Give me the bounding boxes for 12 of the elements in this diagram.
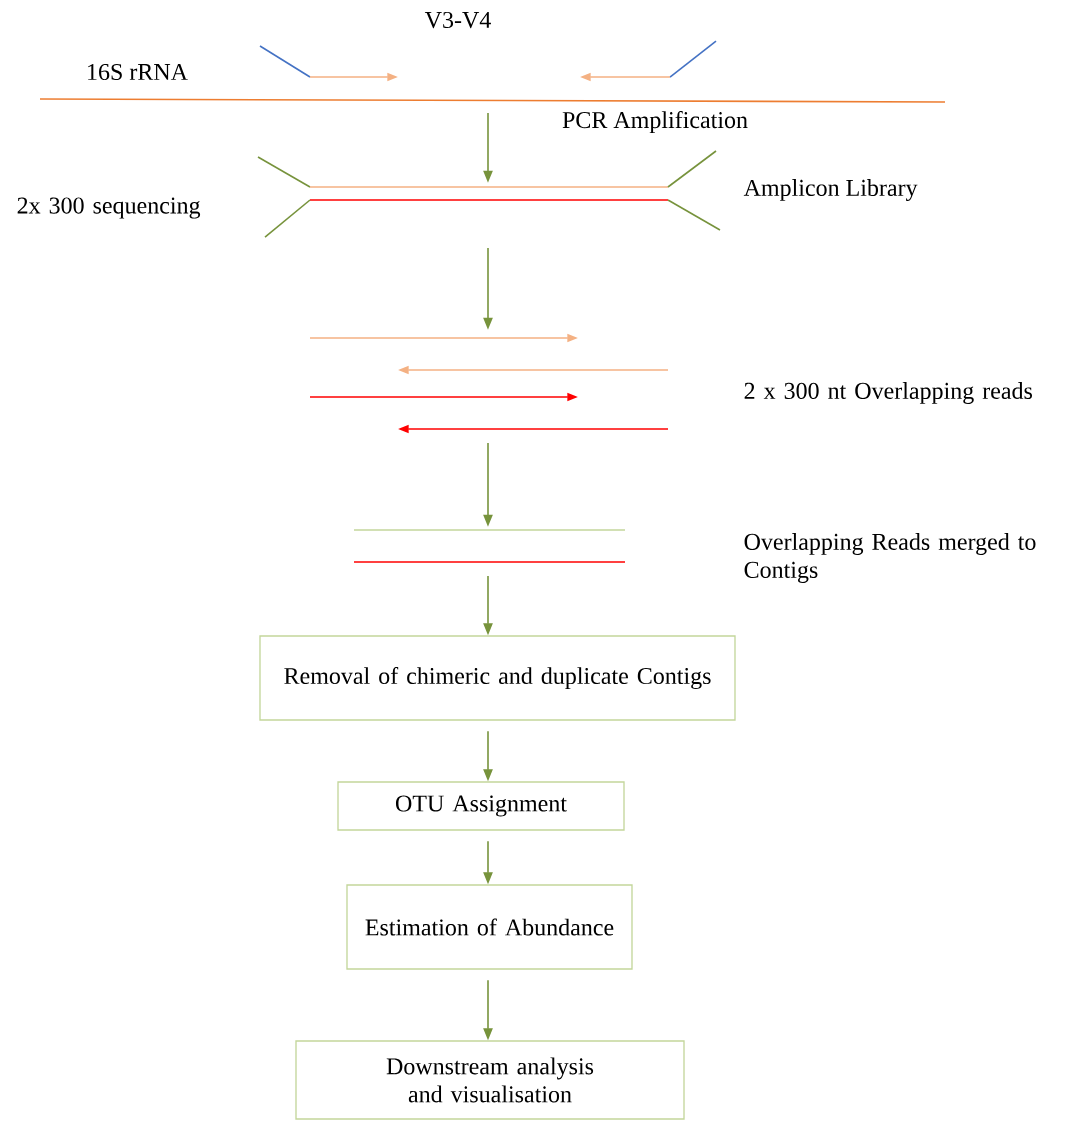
strand-primer-drawing [39,40,946,103]
label: 16S rRNA [88,63,188,81]
process-box: Estimation of Abundance [346,884,633,970]
label: 2x 300 sequencing [17,197,201,219]
process-box: Removal of chimeric and duplicate Contigs [259,635,736,721]
label: Overlapping Reads merged to Contigs [744,533,1036,583]
reads-drawing [309,333,669,434]
process-box: OTU Assignment [337,781,625,831]
contigs-drawing [353,529,626,563]
process-box: Downstream analysis and visualisation [295,1040,685,1120]
label: PCR Amplification [562,111,748,133]
amplicon-drawing [257,150,721,238]
